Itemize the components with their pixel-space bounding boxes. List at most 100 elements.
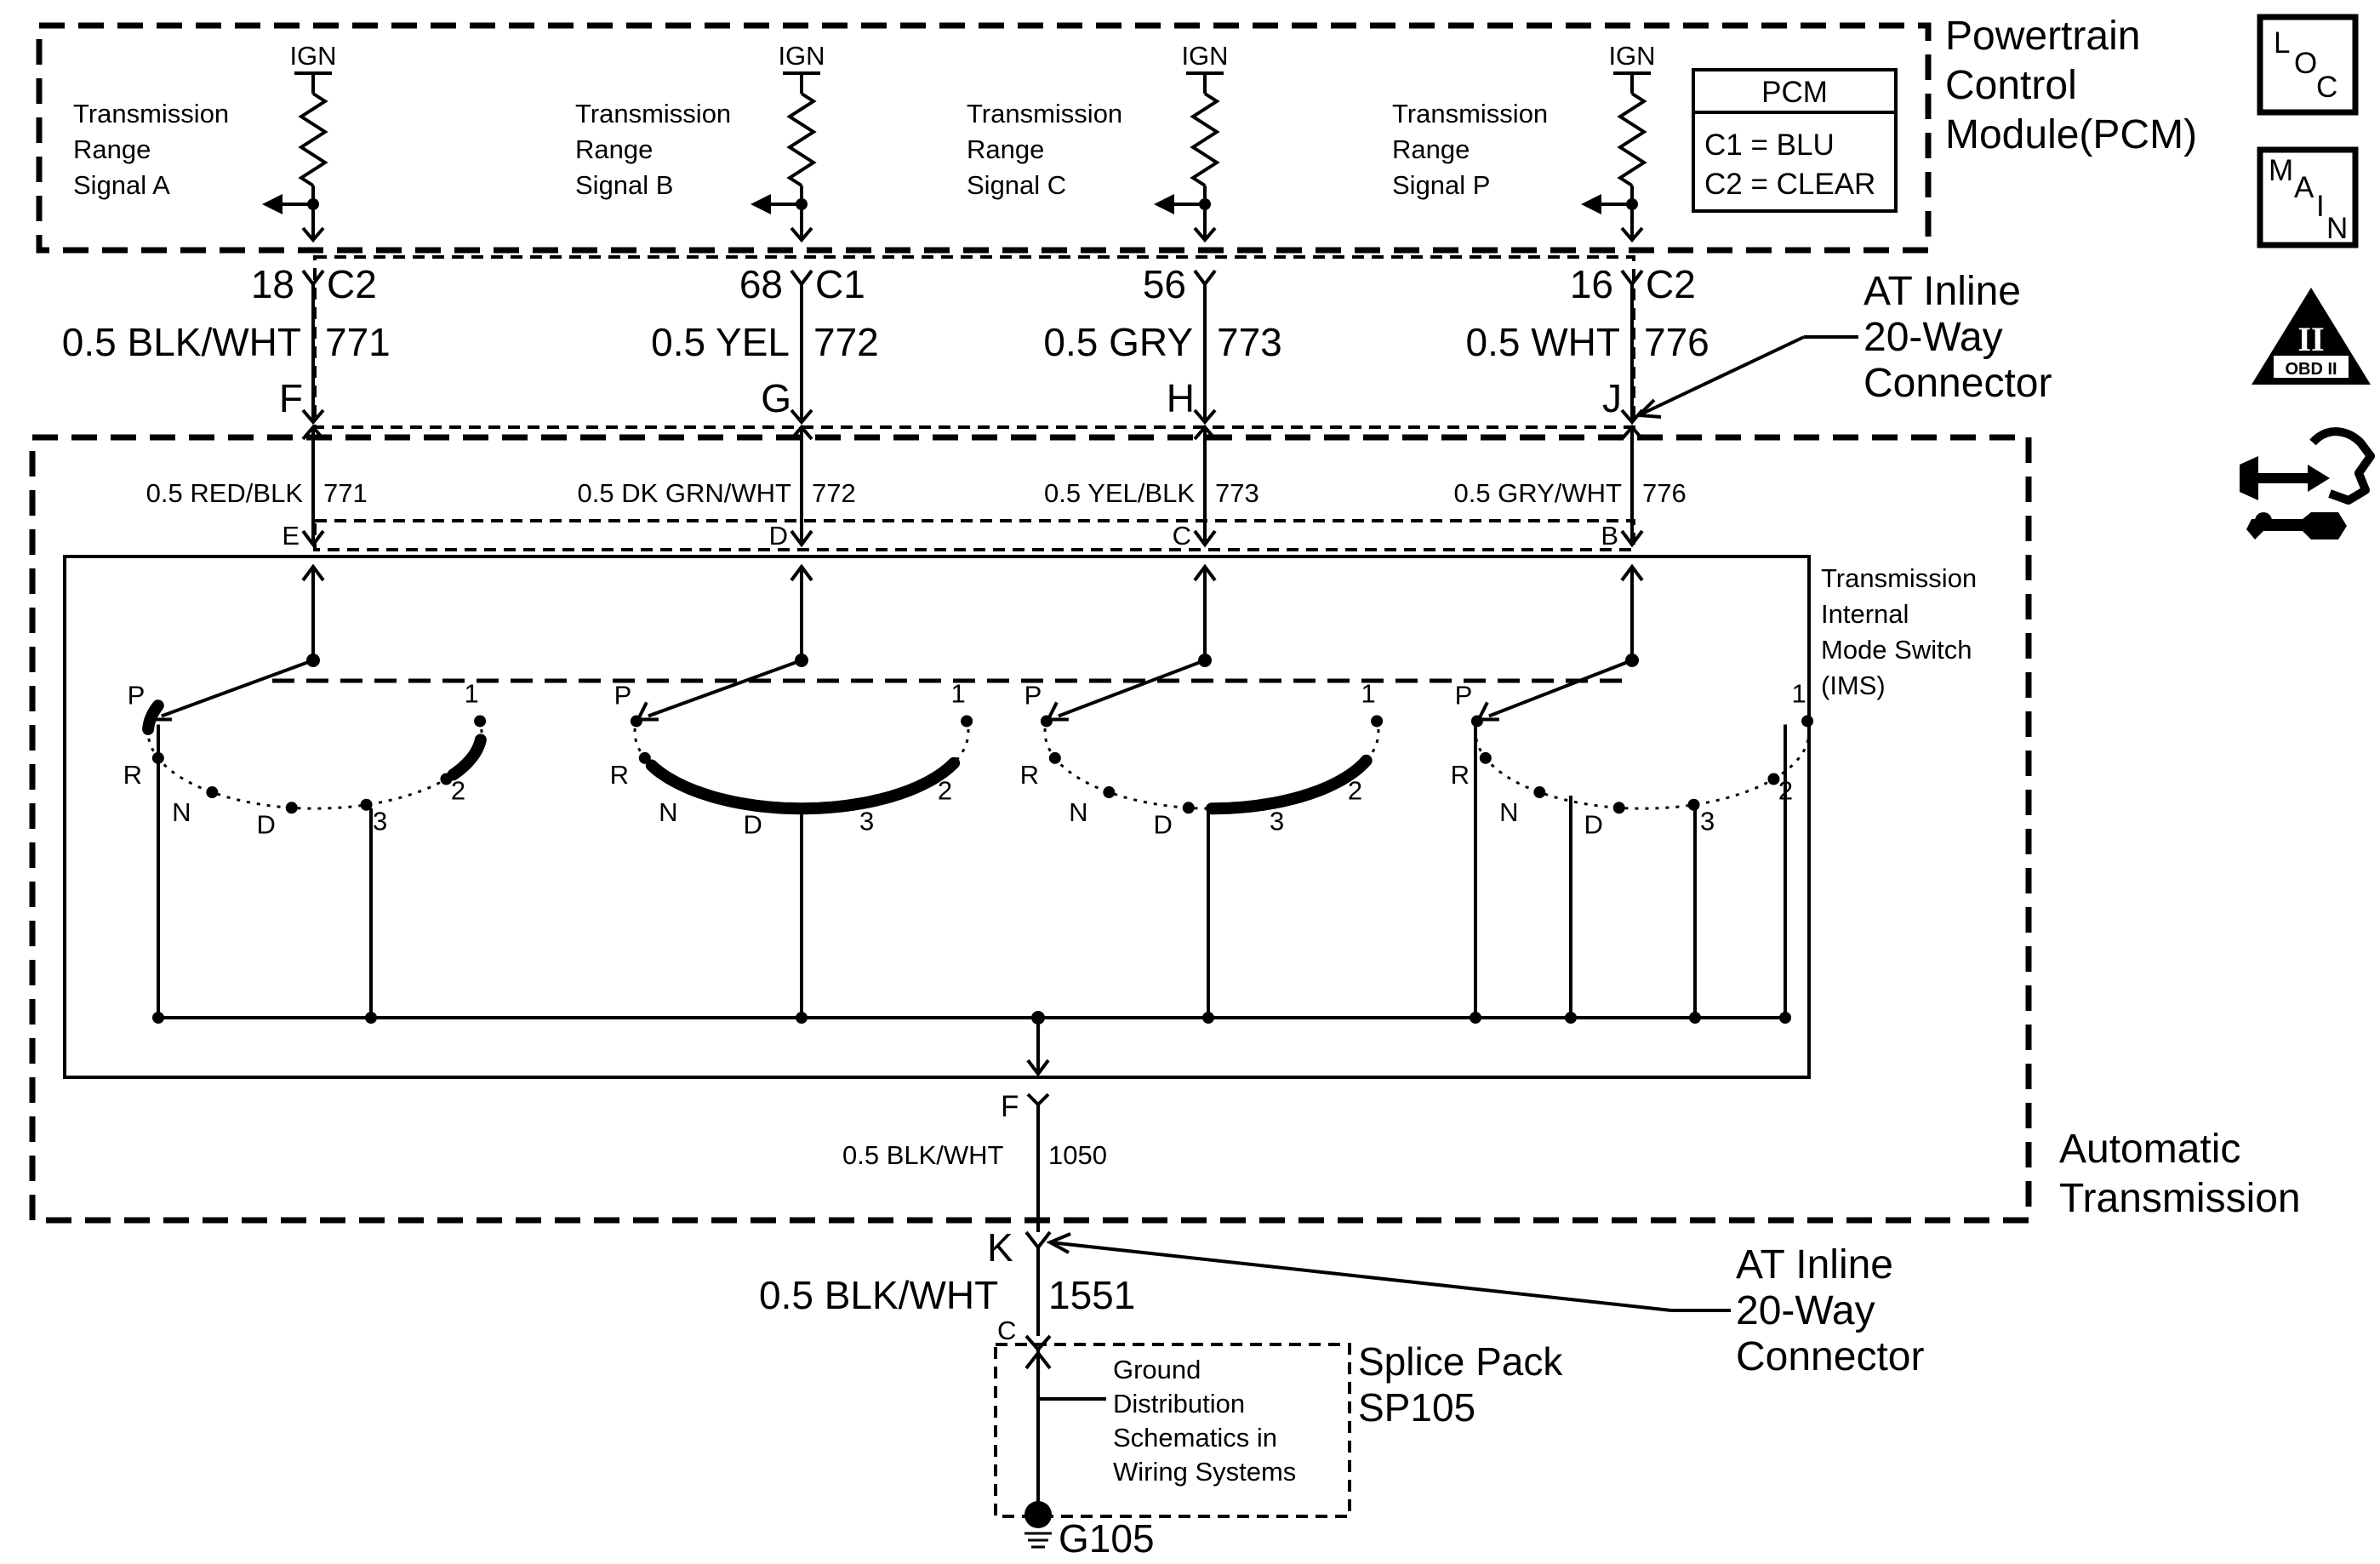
trans-wire-color: 0.5 DK GRN/WHT (578, 478, 792, 508)
contact-d (1182, 802, 1195, 814)
signal-input-arrow (751, 194, 771, 214)
switch-wiper-arm (648, 659, 802, 718)
gear-label-two: 2 (938, 776, 952, 806)
connector-callout-bottom: AT Inline 20-Way Connector (1046, 1232, 1924, 1379)
ims-boundary (63, 555, 1811, 1079)
signal-label-line-3: Signal C (967, 170, 1066, 200)
trans-wire-circuit: 776 (1642, 478, 1687, 508)
contact-n (1103, 786, 1116, 799)
signal-label-line-2: Range (73, 134, 151, 164)
location-icon[interactable]: L O C (2257, 14, 2359, 116)
contact-d (772, 802, 785, 814)
connector-tool-icon[interactable] (2240, 427, 2375, 539)
ign-label: IGN (289, 41, 336, 71)
contact-two (1337, 773, 1350, 785)
obd-roman: II (2297, 320, 2324, 358)
legend-c2: C2 = CLEAR (1704, 168, 1875, 201)
gear-label-d: D (744, 809, 762, 839)
main-letter-n: N (2326, 212, 2348, 245)
obd-ii-icon[interactable]: II OBD II (2252, 288, 2371, 385)
signal-label-line-3: Signal B (575, 170, 673, 200)
gear-label-p: P (614, 680, 632, 710)
pcm-pin-number: 18 (251, 262, 294, 306)
gear-label-p: P (1455, 680, 1473, 710)
switch-contact-arc (1043, 717, 1380, 810)
contact-two (1767, 773, 1780, 785)
signal-label-line-3: Signal P (1392, 170, 1490, 200)
connector-callout-top: AT Inline 20-Way Connector (1635, 269, 2052, 419)
contact-one (961, 715, 973, 728)
pcm-connector-id: C2 (327, 262, 377, 306)
pull-up-resistor (786, 92, 817, 187)
main-icon[interactable]: M A I N (2257, 146, 2359, 248)
contact-r (1479, 751, 1492, 764)
gear-label-three: 3 (1700, 807, 1715, 836)
ground-note-line-2: Distribution (1113, 1389, 1245, 1418)
ims-label-line-3: Mode Switch (1821, 635, 1972, 665)
contact-r (1048, 751, 1061, 764)
pull-up-resistor (1190, 92, 1220, 187)
inline-pin-letter: F (279, 376, 303, 420)
gear-label-p: P (1024, 680, 1042, 710)
wire-1551-circuit: 1551 (1048, 1273, 1135, 1317)
automatic-transmission-line-2: Transmission (2059, 1176, 2301, 1221)
pcm-pin-number: 68 (739, 262, 783, 306)
trans-pin-letter: B (1601, 521, 1618, 551)
contact-three (1687, 798, 1700, 811)
trans-pin-letter: E (282, 521, 300, 551)
pcm-wire-color: 0.5 GRY (1043, 320, 1193, 364)
ground-note-line-3: Schematics in (1113, 1423, 1277, 1453)
gear-label-one: 1 (950, 678, 965, 708)
obd-label: OBD II (2285, 360, 2337, 379)
ign-label: IGN (1181, 41, 1228, 71)
switch-wiper-arm (1488, 659, 1633, 718)
switch-contact-arc (633, 717, 970, 810)
contact-one (474, 715, 487, 728)
pcm-pin-number: 56 (1143, 262, 1186, 306)
gear-label-one: 1 (464, 678, 478, 708)
pcm-title-line-2: Control (1945, 63, 2077, 108)
automatic-transmission-line-1: Automatic (2059, 1127, 2240, 1172)
inline-connector-top-strip (313, 255, 1635, 429)
gear-label-one: 1 (1361, 678, 1375, 708)
switch-contact-arc (146, 717, 483, 810)
gear-label-d: D (1154, 809, 1173, 839)
pcm-title-line-3: Module(PCM) (1945, 112, 2197, 157)
pcm-pin-symbol (790, 269, 813, 288)
switch-contact-arc (1474, 717, 1811, 810)
gear-label-r: R (1020, 760, 1039, 790)
contact-three (1257, 798, 1270, 811)
trans-wire-circuit: 772 (812, 478, 856, 508)
ims-label: Transmission Internal Mode Switch (IMS) (1821, 563, 1977, 700)
pcm-wire-color: 0.5 YEL (651, 320, 790, 364)
wire-1050-color: 0.5 BLK/WHT (842, 1140, 1004, 1170)
signal-label-line-2: Range (1392, 134, 1470, 164)
switch-active-segment (1206, 754, 1373, 815)
splice-pack-line-2: SP105 (1358, 1385, 1475, 1430)
inline-pin-letter: J (1602, 376, 1622, 420)
gear-label-three: 3 (373, 807, 387, 836)
ground-note-line-1: Ground (1113, 1355, 1201, 1384)
splice-pack-line-1: Splice Pack (1358, 1339, 1563, 1384)
ign-label: IGN (778, 41, 825, 71)
gear-label-n: N (1069, 797, 1087, 827)
trans-wire-color: 0.5 YEL/BLK (1044, 478, 1195, 508)
callout-top-line-1: AT Inline (1863, 269, 2021, 314)
gear-label-three: 3 (1270, 807, 1284, 836)
ground-inline-pin-letter: K (987, 1225, 1013, 1270)
pcm-wire-circuit: 772 (813, 320, 879, 364)
gear-label-r: R (610, 760, 629, 790)
pcm-wire-circuit: 776 (1644, 320, 1709, 364)
connector-f-symbol (1026, 1093, 1050, 1107)
gear-label-p: P (128, 680, 146, 710)
signal-label-line-2: Range (967, 134, 1044, 164)
callout-bottom-line-1: AT Inline (1736, 1242, 1893, 1287)
connector-k-symbol (1024, 1230, 1052, 1251)
pull-up-resistor (298, 92, 328, 187)
pcm-connector-id: C2 (1646, 262, 1696, 306)
gear-label-two: 2 (451, 776, 465, 806)
ign-label: IGN (1608, 41, 1655, 71)
